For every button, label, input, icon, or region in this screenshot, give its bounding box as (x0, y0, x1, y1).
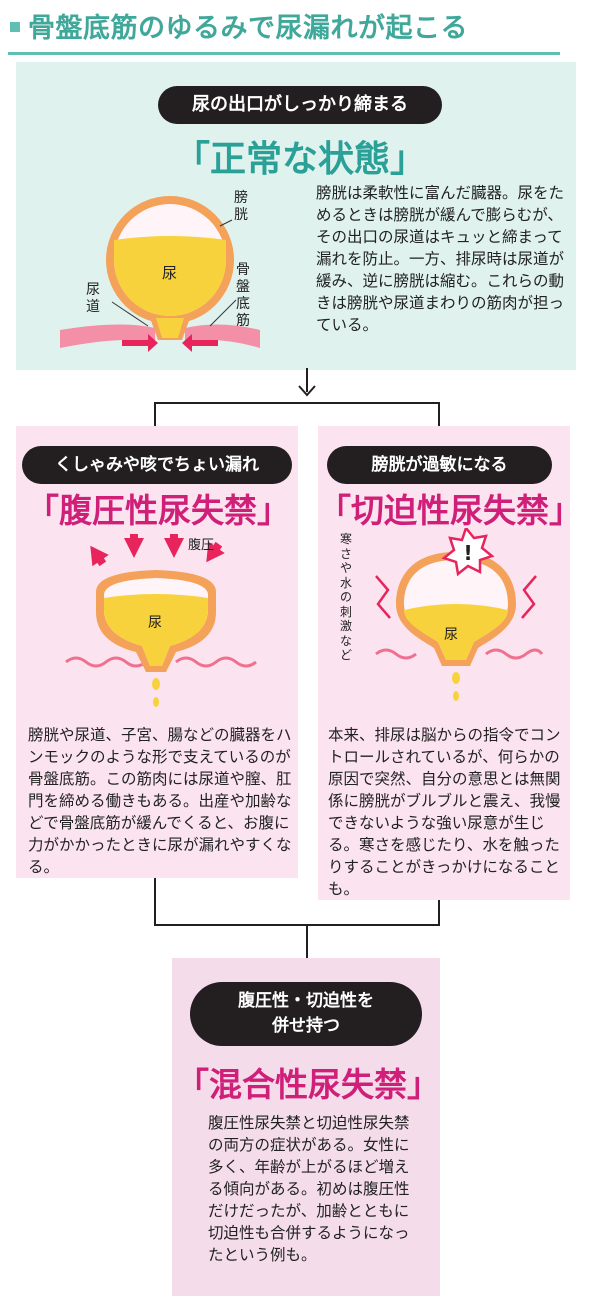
urge-pill: 膀胱が過敏になる (327, 446, 552, 484)
flow-left-rise (154, 878, 156, 926)
label-bladder: 膀胱 (234, 190, 248, 223)
leak-drop-2 (153, 697, 159, 707)
flow-split-line (154, 402, 440, 404)
tremor-right-icon (521, 575, 537, 619)
flow-merge-line (154, 924, 440, 926)
leak-drop-1 (152, 678, 160, 690)
urge-leak-drop-1 (452, 672, 460, 684)
stress-bladder-diagram (65, 534, 257, 707)
label-pelvic-floor: 骨盤底筋 (236, 262, 250, 329)
alert-burst-icon (441, 528, 495, 577)
urine-fill (114, 236, 226, 316)
label-trigger: 寒さや水の刺激など (340, 532, 353, 662)
label-stress-urine: 尿 (148, 615, 162, 631)
stress-pill: くしゃみや咳でちょい漏れ (22, 446, 292, 484)
stress-description: 膀胱や尿道、子宮、腸などの臓器をハンモックのような形で支えているのが骨盤底筋。こ… (28, 726, 292, 876)
urge-urine-fill (404, 604, 508, 660)
mixed-pill-line1: 腹圧性・切迫性を (238, 991, 374, 1011)
pressure-arrow-2 (124, 534, 144, 558)
urge-bladder-diagram: ! (375, 528, 544, 701)
normal-state-description: 膀胱は柔軟性に富んだ臓器。尿をためるときは膀胱が緩んで膨らむが、その出口の尿道は… (316, 184, 565, 334)
squeeze-arrow-right (182, 334, 218, 352)
stress-title: 「腹圧性尿失禁」 (26, 491, 290, 530)
flow-right-drop (438, 402, 440, 428)
label-urine: 尿 (162, 264, 178, 282)
pressure-arrow-1 (90, 545, 109, 567)
normal-state-title: 「正常な状態」 (173, 139, 426, 180)
flow-merge-drop (306, 924, 308, 960)
mixed-description: 腹圧性尿失禁と切迫性尿失禁の両方の症状がある。女性に多く、年齢が上がるほど増える… (208, 1114, 410, 1264)
page-title: 骨盤底筋のゆるみで尿漏れが起こる (28, 13, 468, 44)
squeeze-arrow-left (122, 334, 158, 352)
title-underline (8, 4, 560, 55)
urge-leak-drop-2 (453, 691, 459, 701)
flow-arrow-icon (298, 385, 316, 397)
title-bullet-icon (10, 22, 20, 32)
label-pressure: 腹圧 (188, 538, 215, 553)
flow-left-drop (154, 402, 156, 428)
urge-pelvic-floor-wave (375, 648, 544, 660)
pelvic-floor-left (60, 324, 155, 348)
mixed-title: 「混合性尿失禁」 (176, 1065, 440, 1104)
tremor-left-icon (375, 575, 391, 619)
pressure-arrow-3 (164, 534, 184, 558)
flow-right-rise (438, 898, 440, 926)
urge-description: 本来、排尿は脳からの指令でコントロールされているが、何らかの原因で突然、自分の意… (328, 726, 561, 898)
pelvic-floor-right (185, 324, 260, 348)
label-urethra: 尿道 (86, 282, 100, 315)
pressure-arrow-4 (206, 541, 225, 563)
mixed-pill-line2: 併せ持つ (272, 1016, 340, 1036)
stress-urine-fill (104, 594, 208, 666)
flow-down-line (306, 368, 308, 392)
normal-state-pill: 尿の出口がしっかり締まる (158, 86, 442, 124)
pelvic-floor-wave (65, 656, 257, 668)
mixed-pill: 腹圧性・切迫性を 併せ持つ (190, 982, 422, 1046)
alert-mark: ! (463, 541, 472, 565)
normal-bladder-diagram (60, 196, 260, 352)
label-urge-urine: 尿 (444, 627, 458, 643)
urge-title: 「切迫性尿失禁」 (318, 491, 582, 530)
